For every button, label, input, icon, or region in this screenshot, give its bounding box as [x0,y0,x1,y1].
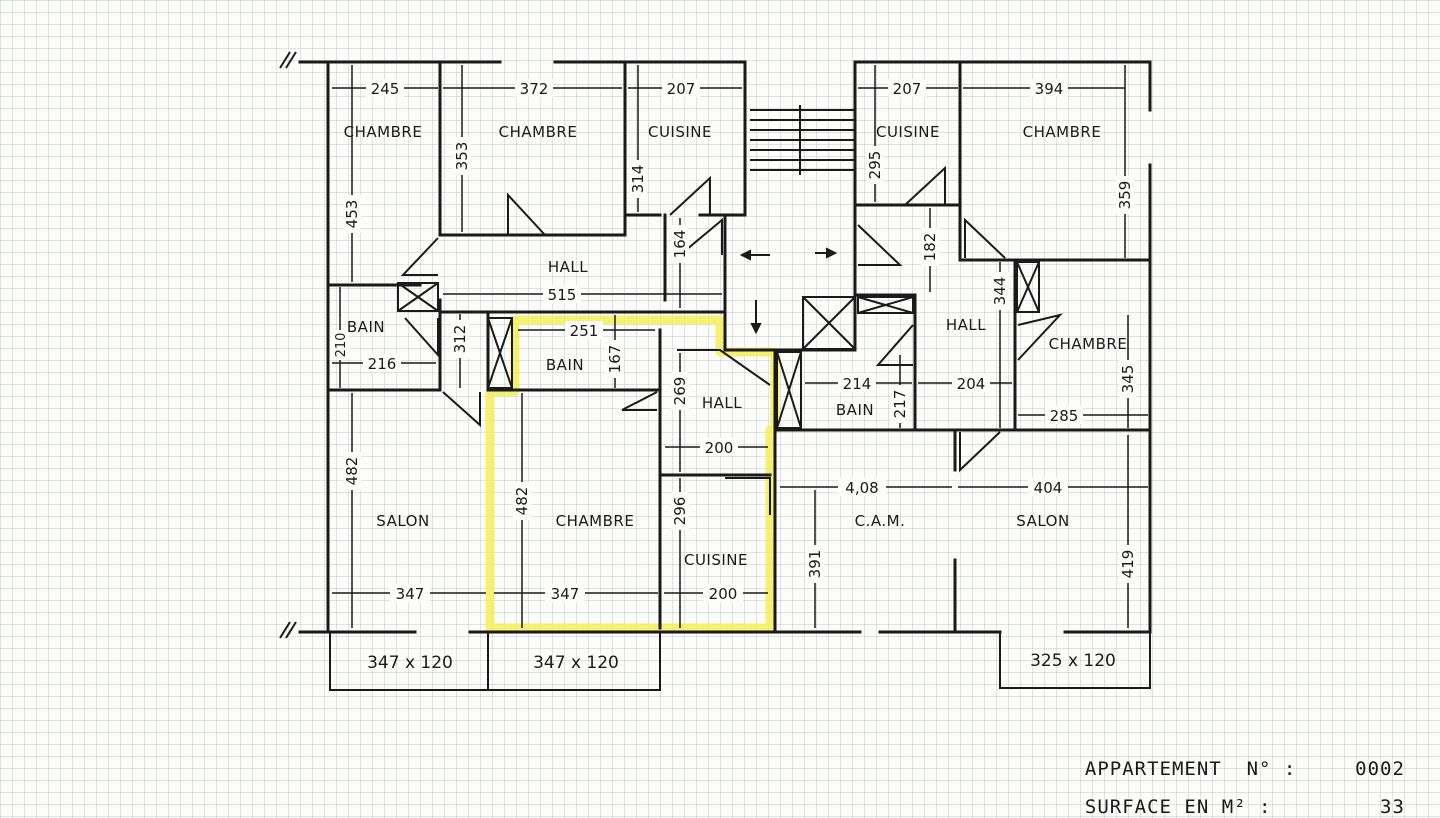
dimension-label: 295 [866,151,884,180]
room-label: CUISINE [684,551,748,569]
dimension-label: 200 [709,585,738,603]
walls [298,60,1152,634]
room-label: CHAMBRE [556,512,635,530]
dimension-label: 207 [893,80,922,98]
dimension-label: 344 [991,277,1009,306]
surface-row: SURFACE EN M² : 33 [1060,774,1405,818]
dimension-labels: 245 372 207 207 394 359 453 353 314 295 … [334,80,1137,603]
dimension-label: 204 [957,375,986,393]
dimension-label: 314 [629,165,647,194]
ducts [397,261,1040,429]
dimension-label: 482 [343,457,361,486]
room-label: HALL [548,258,588,276]
room-label: CHAMBRE [344,123,423,141]
apartment-number-value: 0002 [1355,758,1405,780]
dimension-label: 4,08 [845,479,878,497]
dimension-label: 482 [513,487,531,516]
room-label: CHAMBRE [1049,335,1128,353]
dimension-label: 245 [371,80,400,98]
dimension-label: 296 [671,497,689,526]
dimension-label: 359 [1116,181,1134,210]
dimension-label: 182 [921,233,939,262]
room-label: C.A.M. [855,512,906,530]
dimension-label: 312 [451,325,469,354]
dimension-label: 347 [396,585,425,603]
break-marks [279,51,297,639]
room-label: BAIN [836,401,874,419]
dimension-label: 453 [343,200,361,229]
room-label: SALON [376,512,429,530]
apartment-number-row: APPARTEMENT N° : 0002 [1060,736,1405,780]
dimension-label: 269 [671,377,689,406]
room-label: CUISINE [876,123,940,141]
dimension-label: 515 [548,286,577,304]
dimension-label: 353 [453,142,471,171]
room-label: BAIN [347,318,385,336]
dimension-label: 167 [606,345,624,374]
highlighted-apartment-outline [485,315,780,633]
room-label: CHAMBRE [499,123,578,141]
surface-label: SURFACE EN M² : [1084,796,1272,818]
dimension-label: 345 [1119,365,1137,394]
room-labels: CHAMBRE CHAMBRE CUISINE CUISINE CHAMBRE … [344,123,1128,569]
dimension-label: 419 [1119,550,1137,579]
doors [400,165,1063,515]
room-label: CHAMBRE [1023,123,1102,141]
staircase [750,105,855,175]
room-label: BAIN [546,356,584,374]
circulation-arrows [739,247,838,335]
dimension-label: 251 [570,322,599,340]
dimension-label: 216 [368,355,397,373]
dimension-label: 207 [667,80,696,98]
balcony-labels: 347 x 120 347 x 120 325 x 120 [367,651,1116,673]
dimension-label: 372 [520,80,549,98]
dimension-label: 164 [671,230,689,259]
dimension-label: 394 [1035,80,1064,98]
room-label: CUISINE [648,123,712,141]
dimension-label: 404 [1034,479,1063,497]
surface-value: 33 [1380,796,1405,818]
room-label: SALON [1016,512,1069,530]
balcony-label: 347 x 120 [367,653,453,673]
dimension-label: 214 [843,375,872,393]
dimension-label: 347 [551,585,580,603]
dimension-label: 200 [705,439,734,457]
balconies [329,632,1151,691]
dimension-label: 217 [891,390,909,419]
balcony-label: 347 x 120 [533,653,619,673]
dimension-label-bgs [331,79,1137,602]
room-label: HALL [946,316,986,334]
balcony-label: 325 x 120 [1030,651,1116,671]
apartment-number-label: APPARTEMENT N° : [1084,758,1297,780]
dimension-label: 210 [334,333,349,358]
room-label: HALL [702,394,742,412]
dimension-label: 285 [1050,407,1079,425]
dimension-label: 391 [806,550,824,579]
